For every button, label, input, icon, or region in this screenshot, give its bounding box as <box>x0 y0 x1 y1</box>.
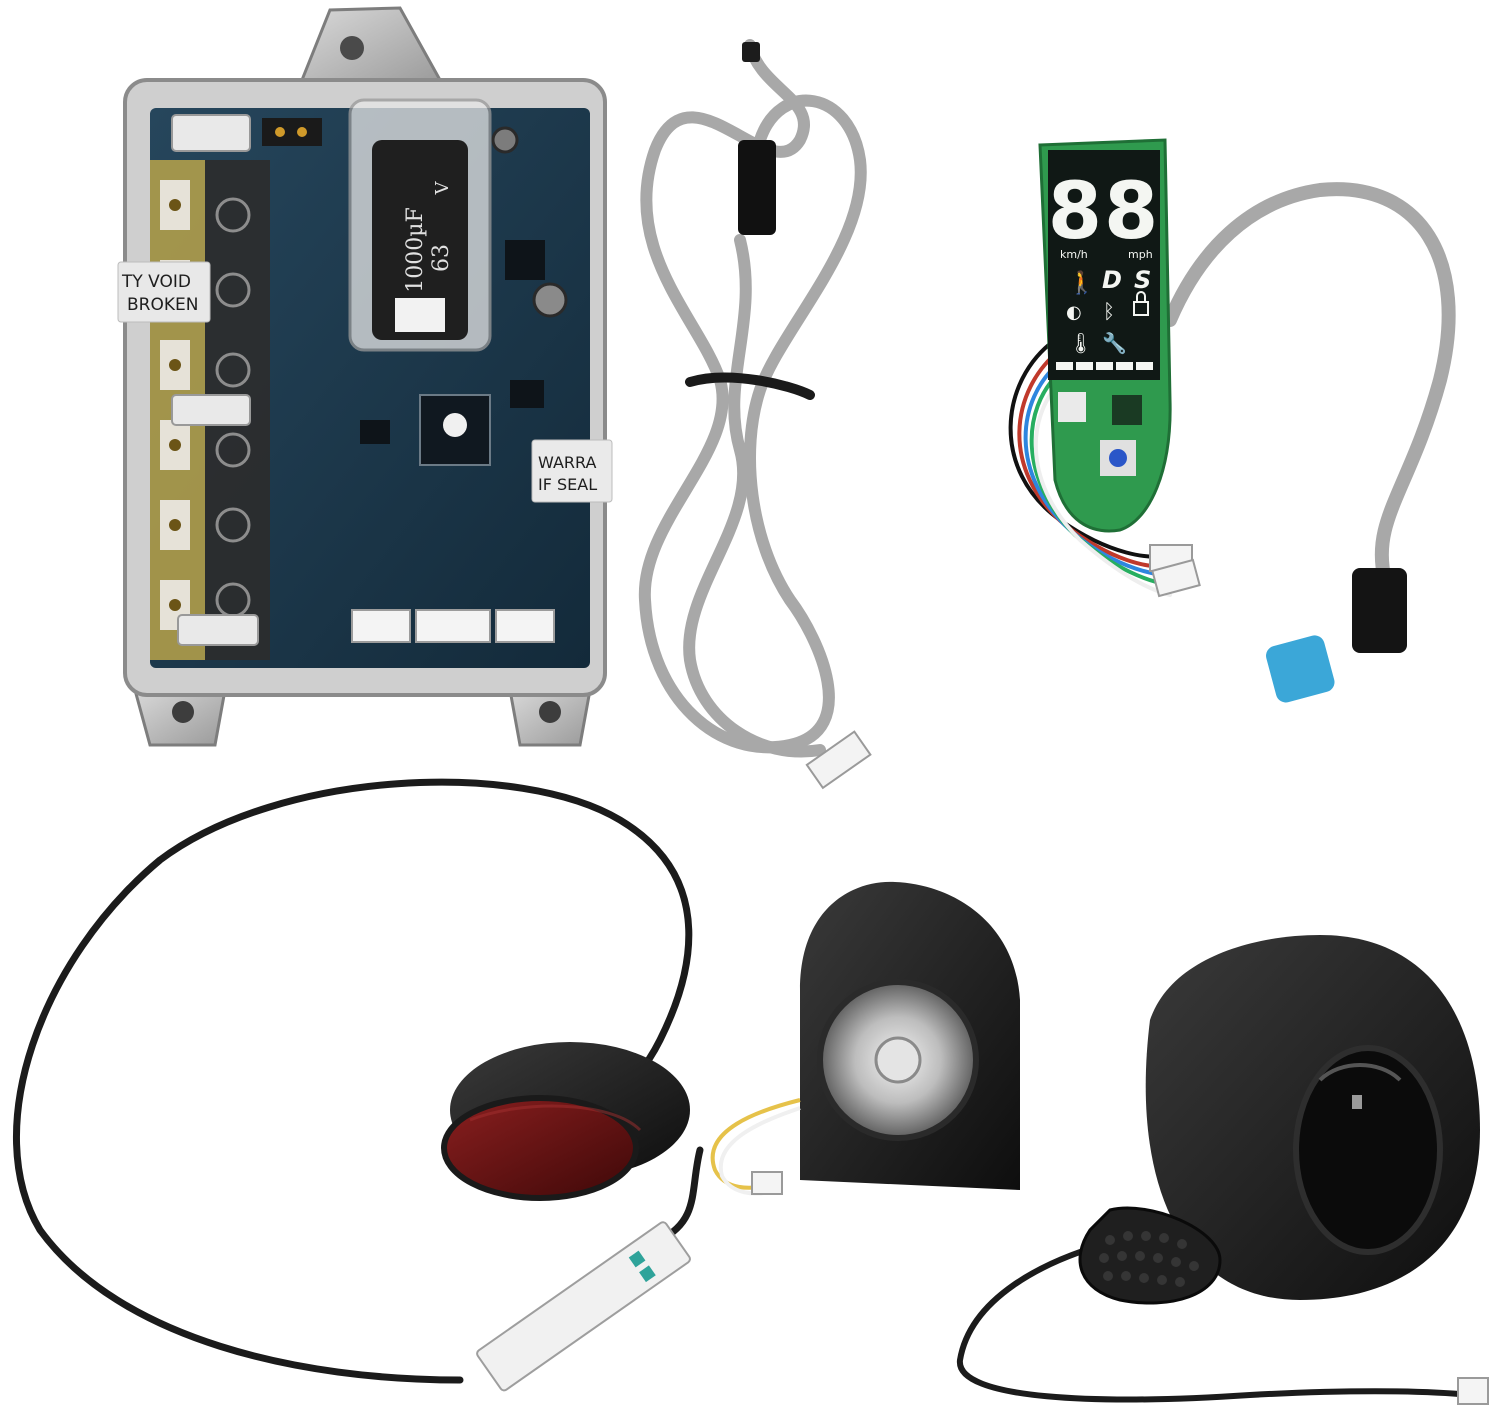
warranty-sticker-right-line1: WARRA <box>538 453 596 472</box>
warranty-sticker-right: WARRA IF SEAL <box>531 439 613 503</box>
lock-icon <box>1133 301 1149 316</box>
power-button <box>1109 449 1127 467</box>
dashboard-mode-d: D <box>1102 266 1122 294</box>
battery-level-bar <box>1056 362 1153 370</box>
dashboard-white-plug <box>1151 558 1201 598</box>
warranty-sticker-left-line2: BROKEN <box>127 295 198 315</box>
mount-hole-icon <box>539 701 561 723</box>
headlight-icon: ◐ <box>1066 302 1082 323</box>
smd-chip <box>360 420 390 444</box>
dashboard-module: 88 km/h mph 🚶 D S ◐ ᛒ 🌡 🔧 <box>1008 138 1456 703</box>
tail-light-black-cable <box>12 778 693 1384</box>
controller-unit: 1000µF 63 V TY VOID BROKEN WARRA IF SEAL <box>117 6 613 747</box>
controller-wire-connectors <box>351 609 555 643</box>
throttle-grip-texture <box>1099 1231 1199 1287</box>
warranty-sticker-left-line1: TY VOID <box>121 272 191 292</box>
dashboard-black-connector <box>1352 568 1407 653</box>
capacitor-voltage-label: 63 <box>429 244 454 272</box>
power-connector <box>262 118 322 146</box>
thumb-throttle <box>1078 935 1480 1305</box>
dashboard-unit-right: mph <box>1128 248 1153 261</box>
warranty-sticker-right-line2: IF SEAL <box>538 475 597 494</box>
smd-chip <box>510 380 544 408</box>
cable-white-plug <box>805 730 872 790</box>
smd-chip <box>505 240 545 280</box>
dashboard-speed-digits: 88 <box>1048 167 1161 257</box>
capacitor: 1000µF 63 V <box>348 98 492 352</box>
headlight-wire <box>710 1098 801 1190</box>
throttle-mount-hole <box>1293 1045 1443 1255</box>
thermometer-icon: 🌡 <box>1068 331 1093 355</box>
dashboard-color-wires <box>1008 338 1172 597</box>
screw-post-row <box>215 197 251 618</box>
headlight-white-plug <box>751 1171 783 1195</box>
dashboard-display <box>1048 150 1160 380</box>
case-clip <box>171 114 251 152</box>
small-capacitor <box>491 126 519 154</box>
cable-black-connector <box>738 140 776 235</box>
tail-light-white-connector <box>476 1221 691 1392</box>
dashboard-blue-connector-tip <box>1266 635 1335 703</box>
mount-hole-icon <box>172 701 194 723</box>
walking-person-icon: 🚶 <box>1068 270 1095 296</box>
capacitor-capacitance-label: 1000µF <box>403 207 428 293</box>
tail-light <box>441 1042 690 1201</box>
warranty-sticker-left: TY VOID BROKEN <box>117 261 211 323</box>
throttle-cable <box>956 1237 1473 1403</box>
throttle-white-plug <box>1457 1377 1489 1405</box>
small-capacitor <box>532 282 568 318</box>
throttle-set-screw <box>1352 1095 1362 1109</box>
cable-tip-connector <box>742 42 760 62</box>
light-sensor <box>1058 392 1086 422</box>
wrench-icon: 🔧 <box>1102 331 1127 355</box>
headlight <box>800 881 1020 1190</box>
dashboard-unit-left: km/h <box>1060 248 1088 261</box>
bluetooth-icon: ᛒ <box>1103 299 1115 323</box>
mount-hole-icon <box>340 36 364 60</box>
case-clip <box>177 614 259 646</box>
case-clip <box>171 394 251 426</box>
capacitor-unit-label: V <box>432 181 453 196</box>
dashboard-gray-cable <box>1163 182 1456 587</box>
gray-extension-cable <box>638 39 867 758</box>
controller-top-mount-tab <box>297 6 443 87</box>
dashboard-mode-s: S <box>1134 266 1151 294</box>
smd-chip <box>1112 395 1142 425</box>
